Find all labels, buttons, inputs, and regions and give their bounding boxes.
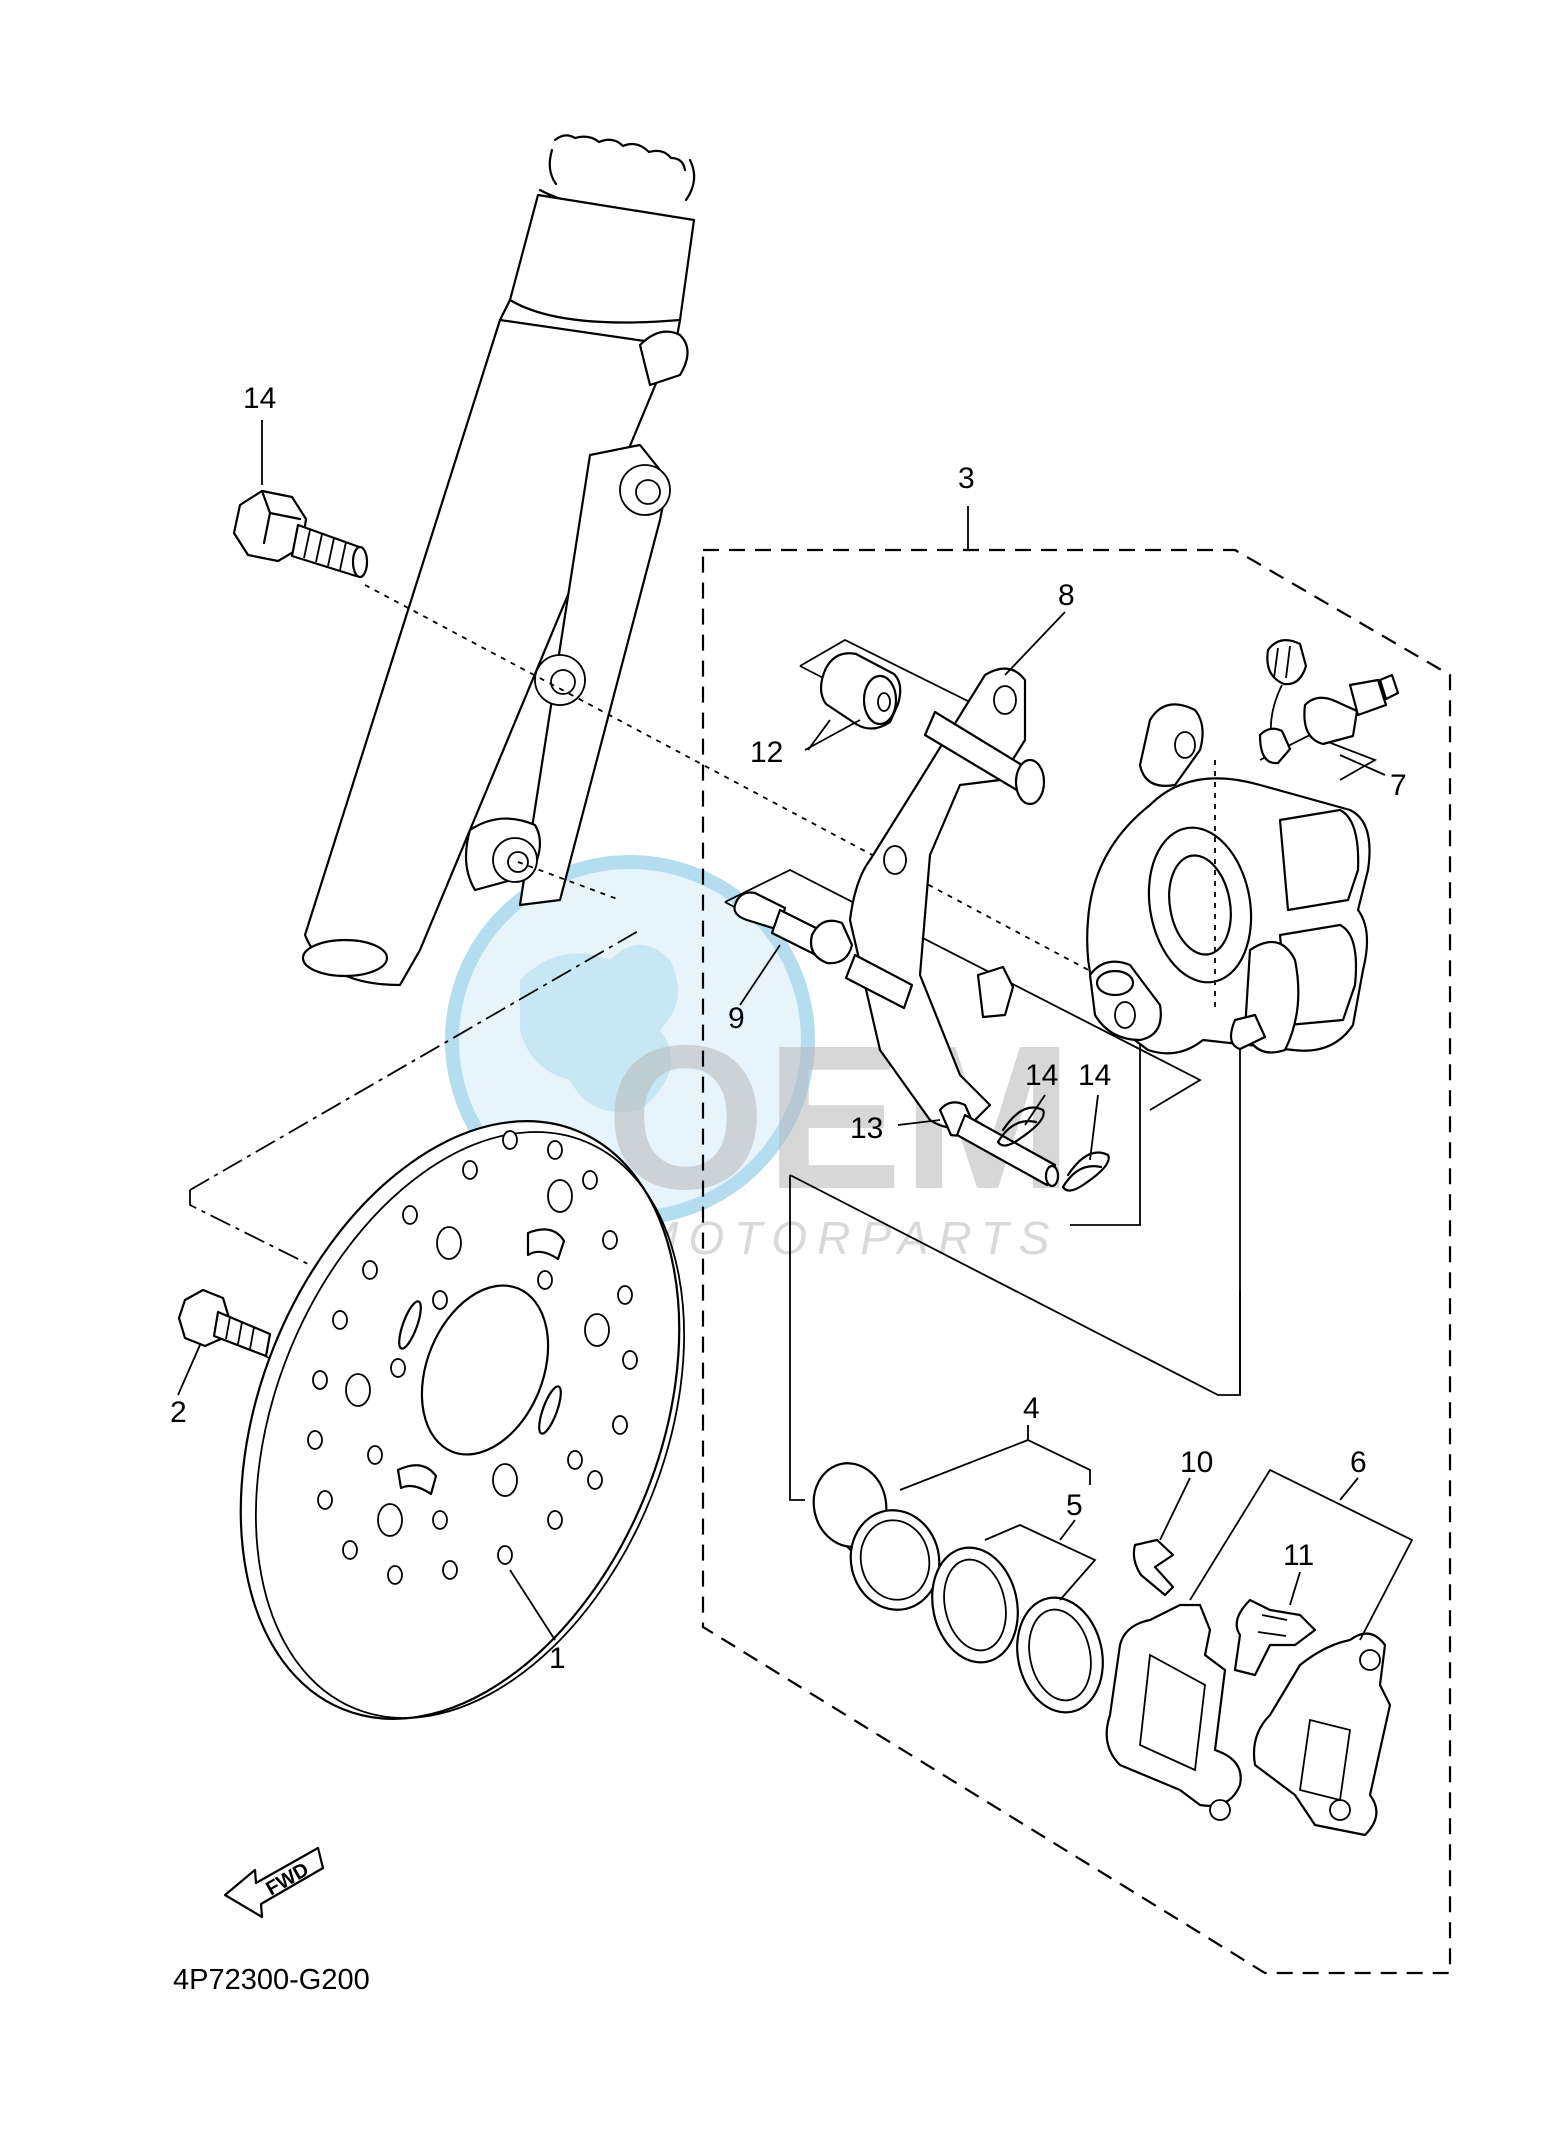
callout-13: 13: [850, 1112, 883, 1145]
front-fork-icon: [301, 134, 696, 987]
callout-9: 9: [728, 1002, 745, 1035]
callout-12: 12: [750, 736, 783, 769]
callout-15: 14: [243, 382, 276, 415]
slide-pin-icon: [733, 891, 914, 1010]
brake-disc-icon: [239, 1120, 685, 1720]
piston-seal-icon: [931, 1546, 1104, 1714]
callout-1: 1: [549, 1642, 566, 1675]
pad-pin-icon: [938, 1101, 1060, 1188]
callout-3: 3: [958, 462, 975, 495]
callout-2: 2: [170, 1396, 187, 1429]
pad-clip-icon: [1233, 1598, 1317, 1677]
callout-4: 4: [1023, 1392, 1040, 1425]
callout-6: 6: [1350, 1446, 1367, 1479]
brake-pad-icon: [1105, 1603, 1392, 1837]
fwd-arrow-icon: FWD: [223, 1846, 325, 1919]
piston-icon: [812, 1462, 941, 1611]
bleed-screw-icon: [1258, 639, 1400, 765]
leader-lines: [177, 420, 1414, 1641]
callout-10: 10: [1180, 1446, 1213, 1479]
callout-labels: 14 3 8 12 7 9 14 14 13 2 4 10 6 5 11 1: [170, 382, 1407, 1675]
callout-11: 11: [1283, 1539, 1314, 1572]
watermark-brand: OEM: [606, 1003, 1073, 1232]
pad-spring-icon: [1132, 1538, 1175, 1597]
callout-14b: 14: [1078, 1059, 1111, 1092]
disc-bolt-icon: [177, 1288, 272, 1358]
boot-icon: [819, 652, 902, 730]
caliper-assembly-boundary: [701, 548, 1452, 1975]
caliper-body-icon: [1086, 703, 1371, 1055]
watermark-tagline: MOTORPARTS: [640, 1212, 1059, 1264]
callout-7: 7: [1390, 769, 1407, 802]
callout-8: 8: [1058, 579, 1075, 612]
mounting-bolt-icon: [232, 489, 369, 579]
callout-14a: 14: [1025, 1059, 1058, 1092]
retaining-clip-icon: [996, 1106, 1110, 1192]
callout-5: 5: [1066, 1489, 1083, 1522]
part-code: 4P72300-G200: [173, 1964, 370, 1996]
